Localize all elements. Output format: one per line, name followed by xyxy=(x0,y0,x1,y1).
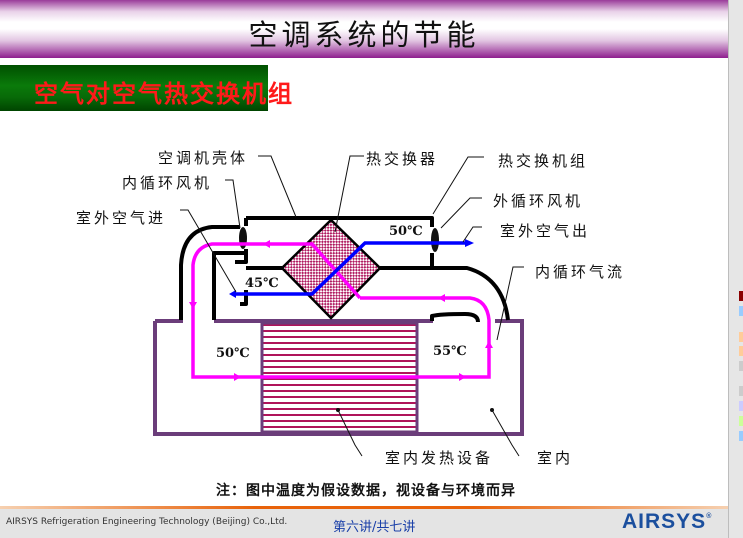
airsys-logo: AIRSYS® xyxy=(622,510,712,534)
subtitle-text: 空气对空气热交换机组 xyxy=(34,80,294,108)
heat-exchanger-diagram xyxy=(153,155,524,457)
color-swatch[interactable] xyxy=(739,416,743,426)
color-swatch[interactable] xyxy=(739,401,743,411)
footer: AIRSYS Refrigeration Engineering Technol… xyxy=(0,509,728,538)
label-equipment: 室内发热设备 xyxy=(385,449,494,467)
inner-air-flow xyxy=(191,242,491,379)
heat-exchanger xyxy=(280,218,382,320)
temp-outdoor-in: 45℃ xyxy=(245,276,279,291)
label-casing: 空调机壳体 xyxy=(158,149,249,167)
footer-divider xyxy=(0,506,728,509)
footer-company: AIRSYS Refrigeration Engineering Technol… xyxy=(6,517,288,527)
color-swatch[interactable] xyxy=(739,291,743,301)
temp-outdoor-out: 50℃ xyxy=(389,224,423,239)
slide: 空调系统的节能 空气对空气热交换机组 xyxy=(0,0,728,538)
label-heat-exchanger: 热交换器 xyxy=(366,150,439,168)
temp-room-right: 55℃ xyxy=(433,344,467,359)
color-swatch[interactable] xyxy=(739,431,743,441)
outer-fan-icon xyxy=(431,228,439,252)
label-hx-unit: 热交换机组 xyxy=(498,152,589,170)
label-inner-flow: 内循环气流 xyxy=(535,263,626,281)
registered-mark: ® xyxy=(706,513,713,520)
footer-page-indicator: 第六讲/共七讲 xyxy=(333,520,416,535)
label-outer-fan: 外循环风机 xyxy=(493,192,584,210)
subtitle-banner: 空气对空气热交换机组 xyxy=(0,65,292,111)
logo-text: AIRSYS xyxy=(622,510,707,533)
indoor-room xyxy=(153,319,524,436)
label-outdoor-out: 室外空气出 xyxy=(500,222,591,240)
leader-lines xyxy=(180,155,524,457)
temp-room-left: 50℃ xyxy=(216,346,250,361)
title-bar: 空调系统的节能 xyxy=(0,0,728,58)
side-panel[interactable] xyxy=(728,0,743,538)
color-swatch[interactable] xyxy=(739,332,743,342)
label-outdoor-in: 室外空气进 xyxy=(76,209,167,227)
label-indoor: 室内 xyxy=(537,449,574,467)
label-inner-fan: 内循环风机 xyxy=(122,174,213,192)
ac-casing xyxy=(179,216,510,323)
color-swatch[interactable] xyxy=(739,306,743,316)
color-swatch[interactable] xyxy=(739,346,743,356)
color-swatch[interactable] xyxy=(739,386,743,396)
page-title: 空调系统的节能 xyxy=(248,18,480,52)
footnote: 注：图中温度为假设数据，视设备与环境而异 xyxy=(216,483,516,499)
color-swatch[interactable] xyxy=(739,361,743,371)
outer-air-flow xyxy=(236,241,465,296)
